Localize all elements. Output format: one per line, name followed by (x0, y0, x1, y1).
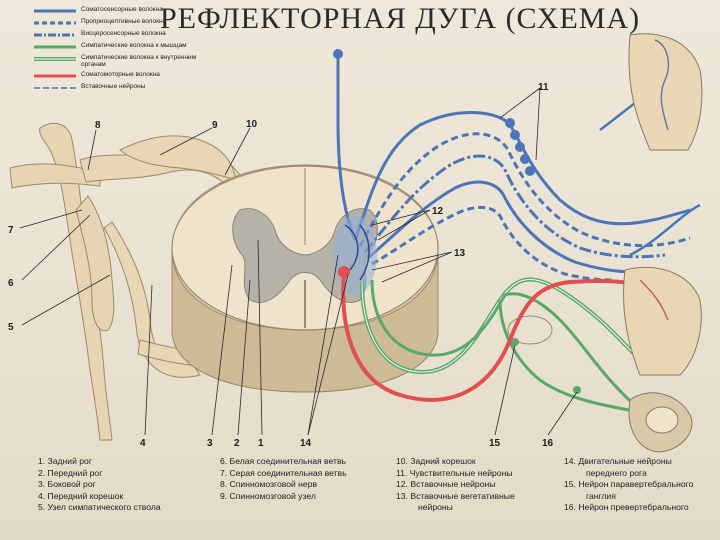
reflex-arc-diagram: 8 9 10 7 6 5 4 3 2 1 14 12 13 11 15 16 (8, 33, 703, 453)
number-9: 9 (212, 120, 218, 131)
legend-label: Соматомоторные волокна (81, 71, 160, 78)
legend-swatch-interneurons (34, 87, 76, 89)
caption-item: 2. Передний рог (38, 467, 103, 478)
legend-label: Проприоцептивные волокна (81, 18, 167, 25)
legend-swatch-viscerosensory (34, 33, 76, 37)
legend-item: Соматомоторные волокна (32, 71, 222, 82)
caption-item: 6. Белая соединительная ветвь (220, 456, 346, 466)
legend-item: Проприоцептивные волокна (32, 18, 222, 29)
legend-swatch-sympathetic-organs (34, 57, 76, 61)
caption-item: 8. Спинномозговой нерв (220, 479, 318, 490)
caption-item: 14. Двигательные нейроны (564, 456, 672, 466)
paravertebral-ganglion-outline (507, 315, 553, 345)
number-8: 8 (95, 120, 101, 131)
number-3: 3 (207, 438, 213, 449)
captions-column-3: 10. Задний корешок 11. Чувствительные не… (396, 456, 515, 514)
number-7: 7 (8, 225, 14, 236)
legend: Соматосенсорные волокна Проприоцептивные… (32, 6, 222, 95)
caption-item: 13. Вставочные вегетативные (396, 490, 515, 501)
legend-swatch-somatomotor (34, 74, 76, 78)
caption-item: 1. Задний рог (38, 456, 92, 466)
diagram-numbers: 8 9 10 7 6 5 4 3 2 1 14 12 13 11 15 16 (8, 82, 554, 449)
interneuron-region (333, 215, 377, 295)
legend-swatch-proprioceptive (34, 21, 76, 25)
sympathetic-trunk (9, 122, 115, 441)
legend-label: Висцеросенсорные волокна (81, 30, 166, 37)
joint-illustration-middle (623, 266, 702, 376)
legend-item: Симпатические волокна к мышцам (32, 42, 222, 53)
number-1: 1 (258, 438, 264, 449)
leader-lines (19, 87, 578, 436)
caption-item: 4. Передний корешок (38, 490, 124, 501)
number-10: 10 (246, 119, 258, 130)
number-15: 15 (489, 438, 501, 449)
spinal-cord-section (171, 164, 439, 393)
number-11: 11 (538, 82, 549, 93)
legend-item: Висцеросенсорные волокна (32, 30, 222, 41)
captions-column-2: 6. Белая соединительная ветвь 7. Серая с… (220, 456, 347, 502)
motor-fibers (341, 274, 661, 402)
intestine-section (628, 392, 693, 453)
caption-item: нейроны (418, 502, 453, 513)
number-2: 2 (234, 438, 240, 449)
captions-column-4: 14. Двигательные нейроны переднего рога … (564, 456, 693, 514)
legend-swatch-somatosensory (34, 9, 76, 13)
legend-item: Вставочные нейроны (32, 83, 222, 94)
joint-illustration-top (628, 33, 703, 151)
number-16: 16 (542, 438, 554, 449)
captions: 1. Задний рог 2. Передний рог 3. Боковой… (38, 456, 718, 540)
caption-item: 11. Чувствительные нейроны (396, 467, 513, 478)
sensory-fibers (336, 58, 701, 282)
caption-item: 10. Задний корешок (396, 456, 476, 466)
legend-label: Соматосенсорные волокна (81, 6, 163, 13)
page-title: РЕФЛЕКТОРНАЯ ДУГА (СХЕМА) (160, 2, 641, 35)
legend-label: Вставочные нейроны (81, 83, 146, 90)
legend-label: Симпатические волокна к внутренним орган… (81, 54, 197, 68)
legend-item: Соматосенсорные волокна (32, 6, 222, 17)
sympathetic-fibers (360, 277, 642, 414)
legend-item: Симпатические волокна к внутренним орган… (32, 54, 222, 70)
number-4: 4 (140, 438, 146, 449)
caption-item: 12. Вставочные нейроны (396, 479, 496, 490)
number-14: 14 (300, 438, 312, 449)
legend-label: Симпатические волокна к мышцам (81, 42, 187, 49)
number-6: 6 (8, 278, 14, 289)
motor-neuron-body (338, 266, 350, 278)
caption-item: 3. Боковой рог (38, 479, 96, 490)
number-5: 5 (8, 322, 14, 333)
caption-item: 5. Узел симпатического ствола (38, 502, 161, 513)
caption-item: 15. Нейрон паравертебрального (564, 479, 694, 490)
legend-swatch-sympathetic-muscle (34, 45, 76, 49)
captions-column-1: 1. Задний рог 2. Передний рог 3. Боковой… (38, 456, 161, 514)
number-12: 12 (432, 206, 444, 217)
caption-item: ганглия (586, 490, 616, 501)
caption-item: переднего рога (586, 467, 647, 478)
caption-item: 9. Спинномозговой узел (220, 490, 316, 501)
number-13: 13 (454, 248, 466, 259)
ganglion-neurons (511, 338, 581, 394)
sensory-neuron-bodies (333, 49, 535, 176)
caption-item: 16. Нейрон превертебрального (564, 502, 689, 513)
caption-item: 7. Серая соединительная ветвь (220, 467, 347, 478)
